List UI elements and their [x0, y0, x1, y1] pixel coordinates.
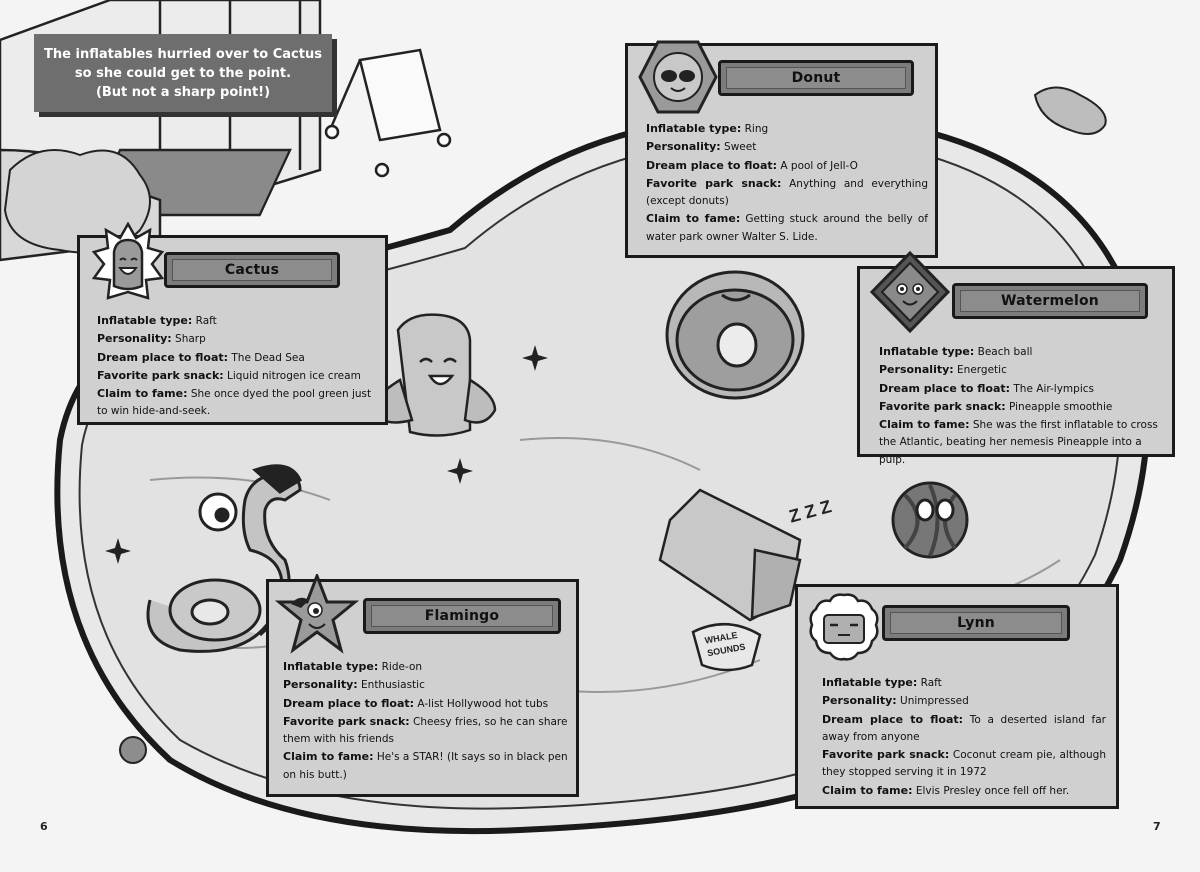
watermelon-dream-label: Dream place to float: [879, 381, 1011, 395]
lynn-dream-value: To a deserted island far away from anyon… [822, 713, 1106, 743]
donut-fame-label: Claim to fame: [646, 212, 741, 226]
flamingo-type-value: Ride-on [381, 661, 423, 673]
donut-float-illustration [665, 270, 805, 400]
flamingo-dream-label: Dream place to float: [283, 696, 415, 710]
lynn-name: Lynn [890, 612, 1062, 634]
flamingo-snack-label: Favorite park snack: [283, 714, 410, 728]
watermelon-personality-label: Personality: [879, 363, 954, 377]
flamingo-fame-label: Claim to fame: [283, 750, 374, 764]
flamingo-details: Inflatable type: Ride-on Personality: En… [283, 658, 569, 784]
donut-dream-label: Dream place to float: [646, 158, 778, 172]
watermelon-details: Inflatable type: Beach ball Personality:… [879, 343, 1167, 469]
donut-snack-label: Favorite park snack: [646, 176, 782, 190]
bucket-illustration [691, 622, 762, 672]
donut-icon [638, 40, 718, 114]
caption-line-2: so she could get to the point. [74, 65, 292, 81]
donut-profile-card: Donut Inflatable type: Ring Personality:… [625, 40, 938, 258]
lynn-icon [809, 593, 879, 661]
lynn-personality-value: Unimpressed [900, 695, 969, 708]
watermelon-snack-label: Favorite park snack: [879, 399, 1006, 413]
donut-details: Inflatable type: Ring Personality: Sweet… [646, 120, 928, 246]
cactus-profile-card: Cactus Inflatable type: Raft Personality… [77, 222, 388, 425]
lynn-snack-value: Coconut cream pie, although they stopped… [822, 749, 1106, 779]
cactus-snack-label: Favorite park snack: [97, 368, 224, 382]
lynn-fame-label: Claim to fame: [822, 783, 913, 797]
flamingo-name-banner: Flamingo [363, 598, 561, 634]
lynn-snack-label: Favorite park snack: [822, 748, 950, 762]
cactus-dream-value: The Dead Sea [231, 351, 305, 364]
cactus-type-label: Inflatable type: [97, 314, 193, 327]
donut-name-banner: Donut [718, 60, 914, 96]
cactus-dream-label: Dream place to float: [97, 350, 229, 364]
watermelon-icon [870, 251, 950, 333]
donut-type-label: Inflatable type: [646, 122, 742, 135]
sparkles-illustration [105, 345, 548, 564]
caption-line-1: The inflatables hurried over to Cactus [44, 46, 322, 62]
watermelon-name-banner: Watermelon [952, 283, 1148, 319]
cactus-snack-value: Liquid nitrogen ice cream [227, 369, 361, 382]
lynn-type-value: Raft [920, 677, 942, 689]
cactus-type-value: Raft [195, 315, 217, 327]
lynn-dream-label: Dream place to float: [822, 712, 964, 726]
bushes-illustration [3, 149, 151, 254]
watermelon-type-value: Beach ball [977, 346, 1033, 358]
lynn-details: Inflatable type: Raft Personality: Unimp… [822, 674, 1106, 800]
lynn-personality-label: Personality: [822, 694, 897, 708]
page-number-left: 6 [40, 820, 48, 833]
donut-dream-value: A pool of Jell-O [780, 159, 858, 172]
flamingo-dream-value: A-list Hollywood hot tubs [417, 697, 549, 710]
cactus-fame-value: She once dyed the pool green just to win… [97, 388, 372, 418]
puddle-illustration [1033, 86, 1107, 135]
lynn-type-label: Inflatable type: [822, 676, 918, 689]
sandwich-sign-illustration [324, 48, 452, 178]
ball-illustration [119, 736, 147, 764]
watermelon-snack-value: Pineapple smoothie [1009, 400, 1113, 413]
sleeping-raft-illustration [658, 488, 802, 622]
lynn-profile-card: Lynn Inflatable type: Raft Personality: … [795, 584, 1119, 809]
watermelon-fame-value: She was the first inflatable to cross th… [879, 419, 1158, 466]
cactus-name-banner: Cactus [164, 252, 340, 288]
flamingo-fame-value: He's a STAR! (It says so in black pen on… [283, 751, 568, 781]
donut-snack-value: Anything and everything (except donuts) [646, 177, 928, 208]
flamingo-personality-value: Enthusiastic [361, 679, 425, 692]
watermelon-personality-value: Energetic [957, 364, 1007, 377]
flamingo-star-icon [275, 574, 359, 654]
caption-line-3: (But not a sharp point!) [95, 84, 271, 100]
cactus-personality-value: Sharp [175, 333, 206, 346]
flamingo-snack-value: Cheesy fries, so he can share them with … [283, 715, 568, 746]
cactus-fame-label: Claim to fame: [97, 387, 188, 401]
watermelon-float-illustration [891, 481, 969, 559]
flamingo-personality-label: Personality: [283, 678, 358, 692]
donut-personality-label: Personality: [646, 140, 721, 154]
lynn-fame-value: Elvis Presley once fell off her. [915, 784, 1070, 797]
story-caption: The inflatables hurried over to Cactus s… [34, 34, 332, 112]
watermelon-type-label: Inflatable type: [879, 345, 975, 358]
donut-fame-value: Getting stuck around the belly of water … [646, 213, 928, 243]
flamingo-name: Flamingo [371, 605, 553, 627]
donut-type-value: Ring [744, 123, 769, 135]
cactus-icon [91, 222, 165, 300]
cactus-details: Inflatable type: Raft Personality: Sharp… [97, 312, 377, 421]
cactus-name: Cactus [172, 259, 332, 281]
watermelon-profile-card: Watermelon Inflatable type: Beach ball P… [857, 251, 1175, 466]
donut-name: Donut [726, 67, 906, 89]
flamingo-profile-card: Flamingo Inflatable type: Ride-on Person… [266, 574, 579, 797]
lynn-name-banner: Lynn [882, 605, 1070, 641]
page-number-right: 7 [1153, 820, 1161, 833]
flamingo-float-illustration [146, 464, 302, 653]
flamingo-type-label: Inflatable type: [283, 660, 379, 673]
cactus-personality-label: Personality: [97, 332, 172, 346]
donut-personality-value: Sweet [724, 141, 757, 154]
watermelon-fame-label: Claim to fame: [879, 418, 970, 432]
watermelon-name: Watermelon [960, 290, 1140, 312]
watermelon-dream-value: The Air-lympics [1013, 382, 1094, 395]
